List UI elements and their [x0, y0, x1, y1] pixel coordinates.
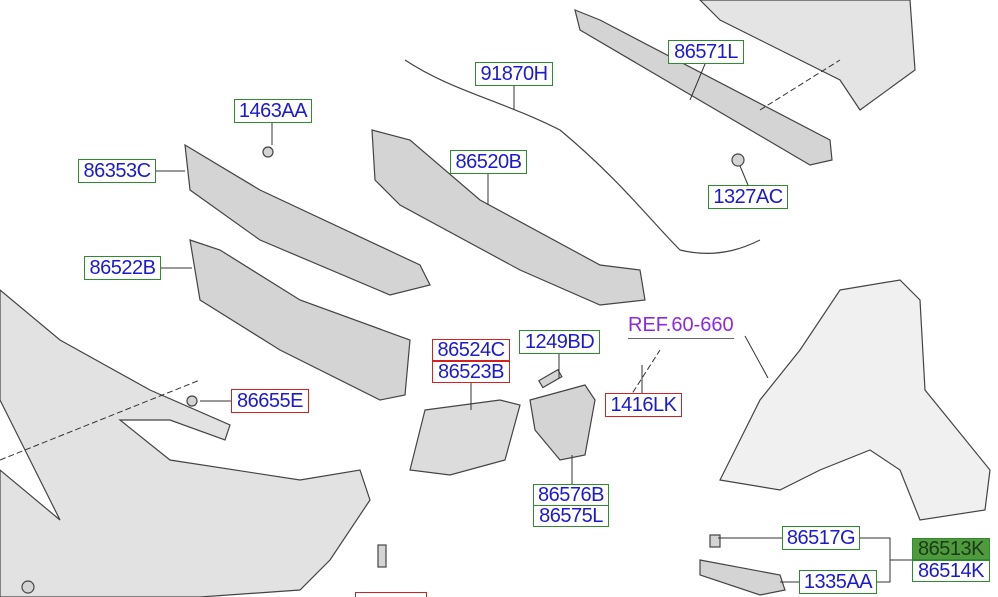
fog-lamp-cover	[409, 399, 521, 476]
part-label-86571L[interactable]: 86571L	[668, 40, 744, 64]
part-label-86575L[interactable]: 86575L	[533, 505, 609, 527]
part-label-86514K[interactable]: 86514K	[912, 560, 990, 582]
part-label-86522B[interactable]: 86522B	[84, 256, 161, 280]
part-label-86353C[interactable]: 86353C	[78, 159, 156, 183]
part-label-86520B[interactable]: 86520B	[450, 150, 527, 174]
part-label-86524C[interactable]: 86524C	[432, 339, 510, 361]
part-label-1327AC[interactable]: 1327AC	[708, 185, 788, 209]
part-label-86655E[interactable]: 86655E	[231, 389, 309, 413]
fender-bracket	[699, 559, 786, 596]
part-label-86517G[interactable]: 86517G	[782, 526, 860, 550]
part-label-1249BD[interactable]: 1249BD	[519, 330, 600, 354]
part-label-91870H[interactable]: 91870H	[475, 62, 553, 86]
side-bracket	[529, 384, 596, 461]
bumper-cover	[0, 289, 371, 597]
fender	[719, 279, 991, 521]
part-label-86513K-selected[interactable]: 86513K	[912, 538, 990, 560]
wiring-harness	[404, 59, 761, 254]
grille-bracket	[184, 143, 431, 296]
part-label-86576B[interactable]: 86576B	[533, 484, 609, 506]
part-label-1463AA[interactable]: 1463AA	[234, 99, 312, 123]
energy-absorber	[371, 129, 646, 306]
part-label-1335AA[interactable]: 1335AA	[799, 570, 877, 594]
lower-bracket	[189, 239, 411, 401]
part-label-cut-off[interactable]	[355, 592, 427, 597]
part-label-86523B[interactable]: 86523B	[432, 361, 510, 383]
reference-link[interactable]: REF.60-660	[628, 314, 734, 339]
bumper-beam	[574, 9, 833, 166]
part-label-1416LK[interactable]: 1416LK	[605, 393, 682, 417]
crash-box	[699, 0, 916, 111]
